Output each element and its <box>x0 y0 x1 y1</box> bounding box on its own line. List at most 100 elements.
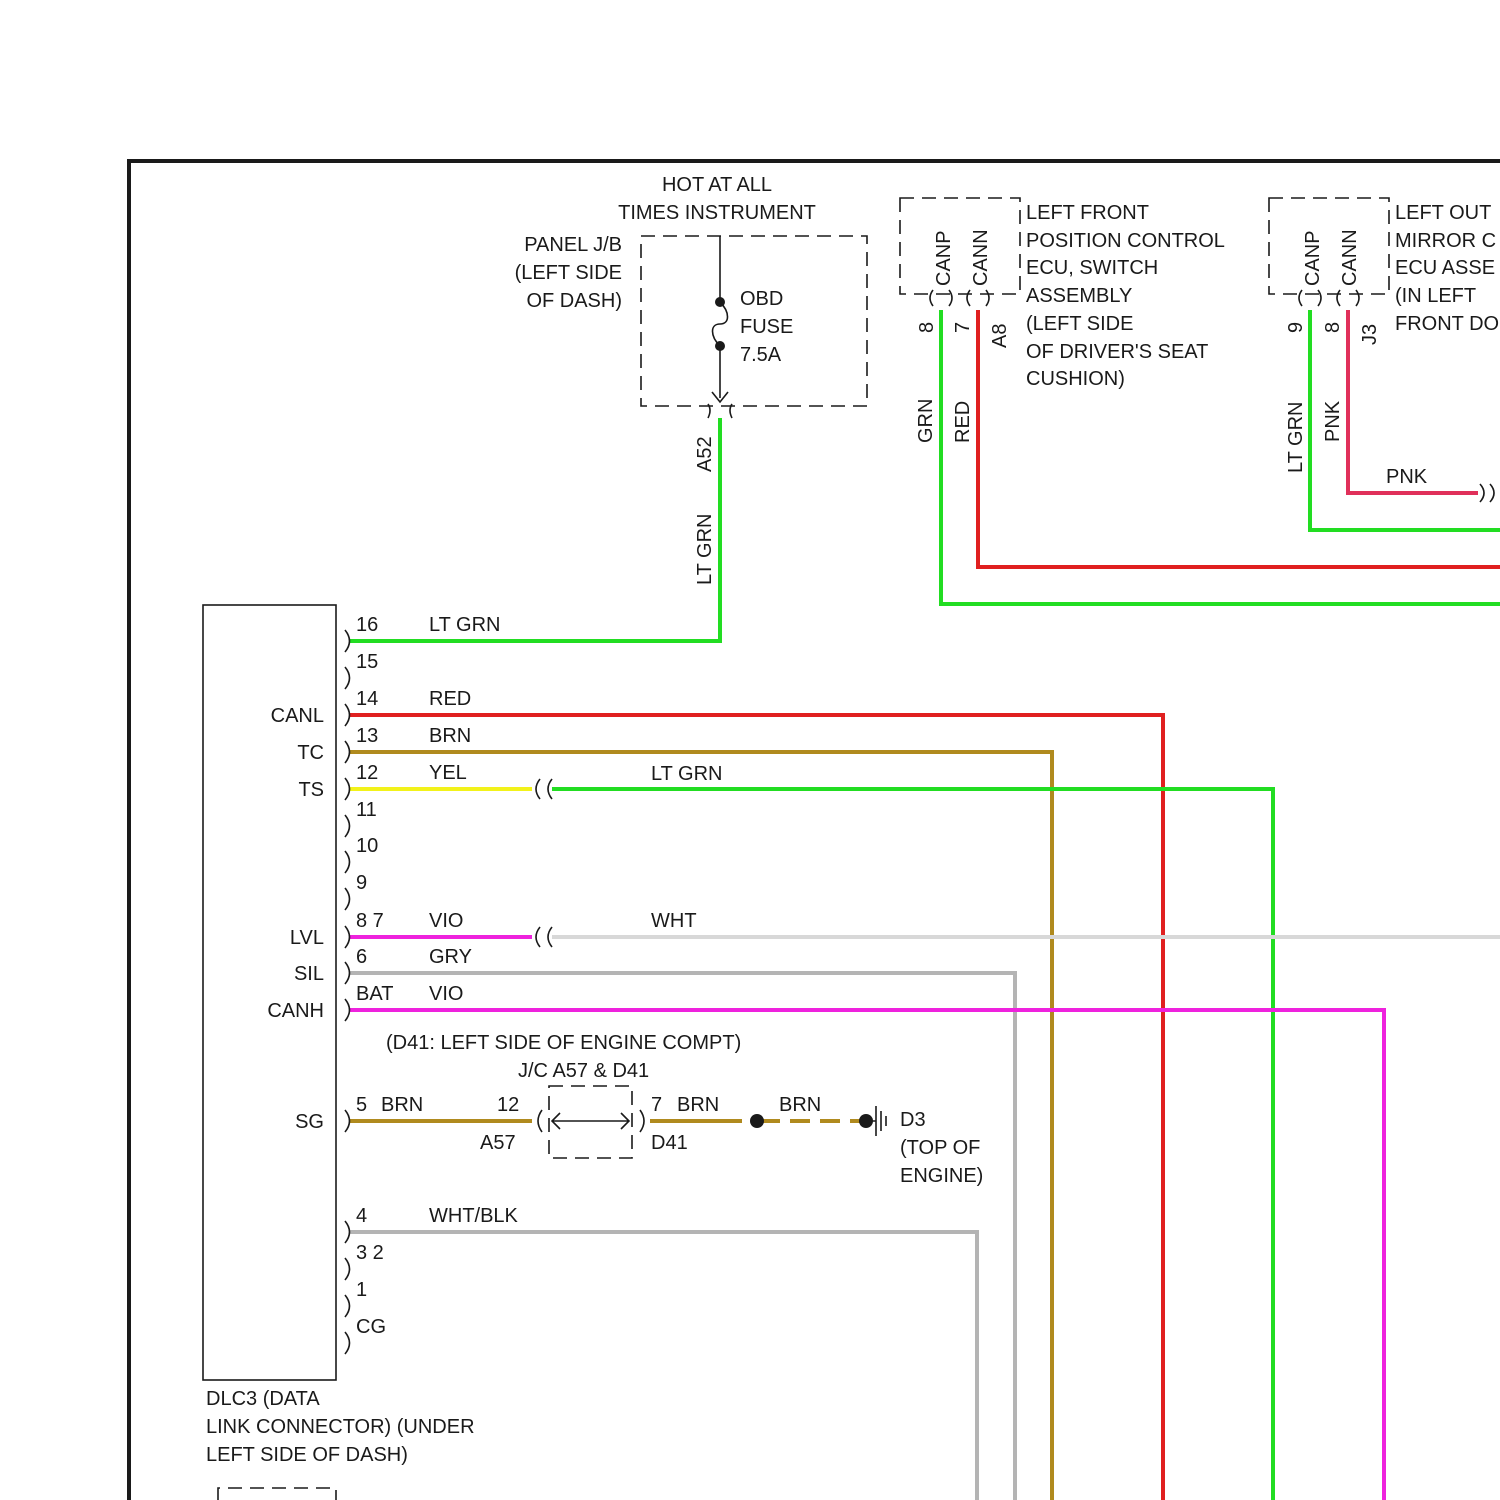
connector-a52-label: A52 <box>694 436 716 472</box>
fuse-label-line3: 7.5A <box>740 344 782 366</box>
left-front-ecu: CANP CANN 8 7 A8 GRN RED LEFT FRONT POSI… <box>900 198 1225 443</box>
wire-pin14-red <box>350 715 1163 1500</box>
wires <box>350 310 1500 1500</box>
dlc3-terminal <box>345 1221 350 1243</box>
dlc3-terminal <box>345 851 350 873</box>
junction-left-terminal <box>538 1110 542 1132</box>
junction-right-wire-color: BRN <box>677 1094 719 1116</box>
dlc3-name-line3: LEFT SIDE OF DASH) <box>206 1444 408 1466</box>
dlc3-wire-color: WHT/BLK <box>429 1205 519 1227</box>
lf-ecu-name-line5: (LEFT SIDE <box>1026 313 1133 335</box>
wire-lf-canp-grn <box>941 310 1500 604</box>
ground-label-line3: ENGINE) <box>900 1165 983 1187</box>
wire-pin13-brn <box>350 752 1052 1500</box>
dlc3-pin-signal: CANL <box>271 705 324 727</box>
dlc3-pin-signal: TS <box>298 779 324 801</box>
splice-point <box>750 1114 764 1128</box>
mirror-ecu-name-line4: (IN LEFT <box>1395 285 1476 307</box>
mirror-cann-terminal <box>1337 290 1359 306</box>
lf-cann-terminal <box>967 290 989 306</box>
mirror-pnk-terminal <box>1480 484 1494 502</box>
dlc3-pin-number: 15 <box>356 651 378 673</box>
junction-link-arrow <box>552 1113 629 1129</box>
dlc3-pin-number: BAT <box>356 983 393 1005</box>
ts-splice-terminal <box>536 779 552 799</box>
lf-canp-wire-color: GRN <box>915 399 937 443</box>
left-mirror-ecu: CANP CANN 9 8 J3 LT GRN PNK PNK LEFT OUT… <box>1269 198 1499 502</box>
fuse-label-line1: OBD <box>740 288 783 310</box>
dlc3-terminal <box>345 815 350 837</box>
lf-ecu-name-line1: LEFT FRONT <box>1026 202 1149 224</box>
hot-at-all-label: HOT AT ALL <box>662 174 772 196</box>
dlc3-pin-number: CG <box>356 1316 386 1338</box>
dlc3-pin-signal: CANH <box>267 1000 324 1022</box>
dlc3-name-line2: LINK CONNECTOR) (UNDER <box>206 1416 475 1438</box>
mirror-connector-label: J3 <box>1359 324 1381 345</box>
dlc3-terminal <box>345 962 350 984</box>
dlc3-pin-number: 4 <box>356 1205 367 1227</box>
dlc3-pin-number: 9 <box>356 872 367 894</box>
dlc3-lower-box-edge <box>218 1488 336 1500</box>
ground-wire-color: BRN <box>779 1094 821 1116</box>
ground-label-line1: D3 <box>900 1109 926 1131</box>
junction-left-pin: 12 <box>497 1094 519 1116</box>
panel-jb-name-line3: OF DASH) <box>526 290 622 312</box>
lf-ecu-name-line7: CUSHION) <box>1026 368 1125 390</box>
lf-cann-pin: 7 <box>952 322 974 333</box>
mirror-ecu-name-line3: ECU ASSE <box>1395 257 1495 279</box>
ground-label-line2: (TOP OF <box>900 1137 980 1159</box>
wire-bat-vio <box>350 1010 1384 1500</box>
mirror-canp-terminal <box>1299 290 1321 306</box>
fuse-terminal-bottom <box>715 341 725 351</box>
mirror-ecu-name-line5: FRONT DO <box>1395 313 1499 335</box>
dlc3-pin-number: 1 <box>356 1279 367 1301</box>
panel-jb: HOT AT ALL TIMES INSTRUMENT PANEL J/B (L… <box>515 174 867 585</box>
dlc3-pin-labels: 16LT GRN1514CANLRED13TCBRN12TSYEL111098 … <box>267 614 518 1338</box>
junction-right-terminal <box>640 1110 644 1132</box>
dlc3-terminal <box>345 1110 350 1132</box>
dlc3-pin-number: 6 <box>356 946 367 968</box>
dlc3-terminal <box>345 741 350 763</box>
lf-cann-signal: CANN <box>970 229 992 286</box>
mirror-ecu-name-line2: MIRROR C <box>1395 230 1496 252</box>
dlc3-pin-number: 12 <box>356 762 378 784</box>
lf-cann-wire-color: RED <box>952 401 974 443</box>
dlc3-wire-color: LT GRN <box>429 614 501 636</box>
a52-wire-color-label: LT GRN <box>694 514 716 586</box>
dlc3-name-line1: DLC3 (DATA <box>206 1388 320 1410</box>
lf-canp-pin: 8 <box>916 322 938 333</box>
junction-left-connector: A57 <box>480 1132 516 1154</box>
dlc3-wire-color: GRY <box>429 946 472 968</box>
mirror-pnk-label: PNK <box>1386 466 1428 488</box>
junction-box <box>549 1086 632 1158</box>
dlc3-terminal <box>345 778 350 800</box>
dlc3-terminal <box>345 630 350 652</box>
mirror-canp-wire-color: LT GRN <box>1285 402 1307 474</box>
dlc3-pin-number: 16 <box>356 614 378 636</box>
dlc3-terminal <box>345 1332 350 1354</box>
fuse-label-line2: FUSE <box>740 316 793 338</box>
lf-ecu-name-line6: OF DRIVER'S SEAT <box>1026 341 1208 363</box>
lf-ecu-name-line3: ECU, SWITCH <box>1026 257 1158 279</box>
dlc3-wire-color: YEL <box>429 762 467 784</box>
dlc3-pin-number: 8 7 <box>356 910 384 932</box>
junction-name: J/C A57 & D41 <box>518 1060 649 1082</box>
mirror-cann-signal: CANN <box>1339 229 1361 286</box>
mirror-canp-pin: 9 <box>1285 322 1307 333</box>
dlc3-pin-number: 5 <box>356 1094 367 1116</box>
fuse-terminal-top <box>715 297 725 307</box>
dlc3-wire-color: BRN <box>429 725 471 747</box>
times-instrument-label: TIMES INSTRUMENT <box>618 202 816 224</box>
lvl-continue-wire-color: WHT <box>651 910 697 932</box>
mirror-ecu-name-line1: LEFT OUT <box>1395 202 1491 224</box>
junction-right-pin: 7 <box>651 1094 662 1116</box>
lf-connector-label: A8 <box>989 324 1011 348</box>
lvl-splice-terminal <box>536 927 552 947</box>
dlc3-pin-number: 11 <box>356 799 377 821</box>
dlc3-pin-number: 3 2 <box>356 1242 384 1264</box>
lf-canp-signal: CANP <box>933 230 955 286</box>
left-front-ecu-box <box>900 198 1020 294</box>
wire-pin16-lt-grn <box>350 418 720 641</box>
dlc3-pin-signal: SG <box>295 1111 324 1133</box>
